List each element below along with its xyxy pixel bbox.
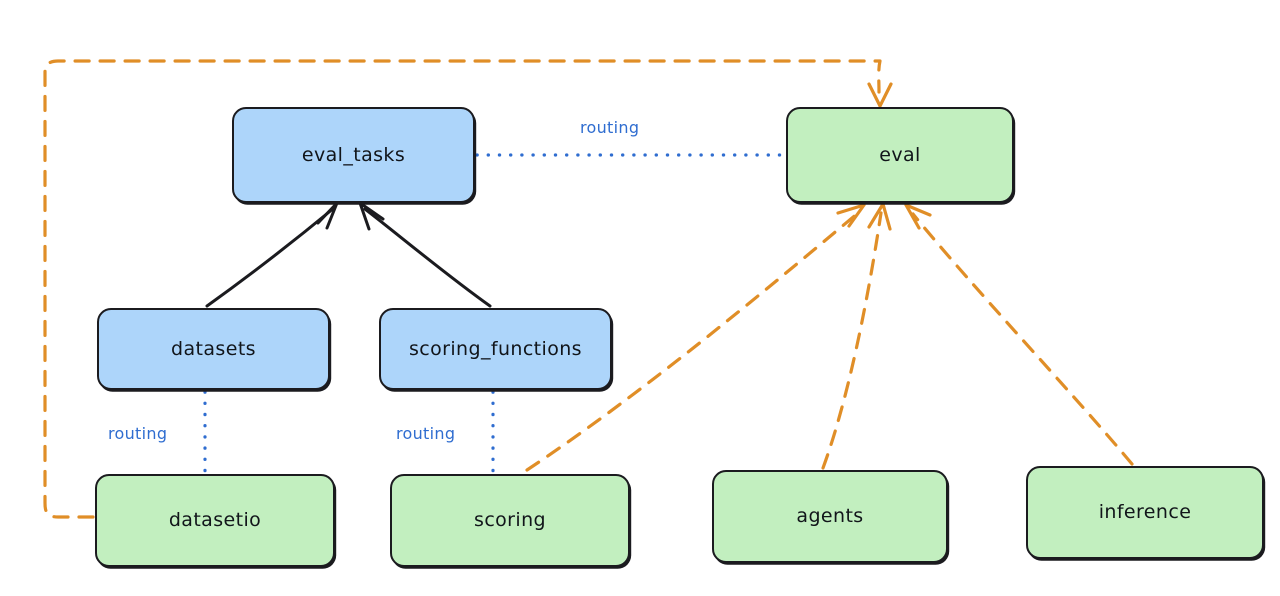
node-label: datasets <box>171 337 256 360</box>
node-scoring-functions[interactable]: scoring_functions <box>379 308 612 390</box>
edge-label-routing-scoring-functions-scoring: routing <box>396 424 456 443</box>
node-datasetio[interactable]: datasetio <box>95 474 335 567</box>
node-agents[interactable]: agents <box>712 470 948 563</box>
edge-label-routing-eval-tasks-eval: routing <box>580 118 640 137</box>
edge-datasetio-to-eval <box>43 59 893 519</box>
node-scoring[interactable]: scoring <box>390 474 630 567</box>
node-label: scoring <box>474 509 546 532</box>
node-eval[interactable]: eval <box>786 107 1014 203</box>
node-label: inference <box>1098 501 1192 524</box>
node-label: scoring_functions <box>409 337 582 360</box>
node-label: agents <box>796 505 864 528</box>
node-label: eval <box>879 143 921 166</box>
node-eval-tasks[interactable]: eval_tasks <box>232 107 475 203</box>
edge-agents-to-eval <box>821 202 892 470</box>
edge-datasets-to-eval-tasks <box>205 201 339 308</box>
node-label: datasetio <box>168 509 262 532</box>
edge-scoring-to-eval <box>525 203 866 472</box>
node-inference[interactable]: inference <box>1026 466 1264 559</box>
edge-label-routing-datasets-datasetio: routing <box>108 424 168 443</box>
edge-scoring-functions-to-eval-tasks <box>358 201 492 308</box>
node-datasets[interactable]: datasets <box>97 308 330 390</box>
edge-inference-to-eval <box>904 203 1134 466</box>
node-label: eval_tasks <box>301 143 406 166</box>
